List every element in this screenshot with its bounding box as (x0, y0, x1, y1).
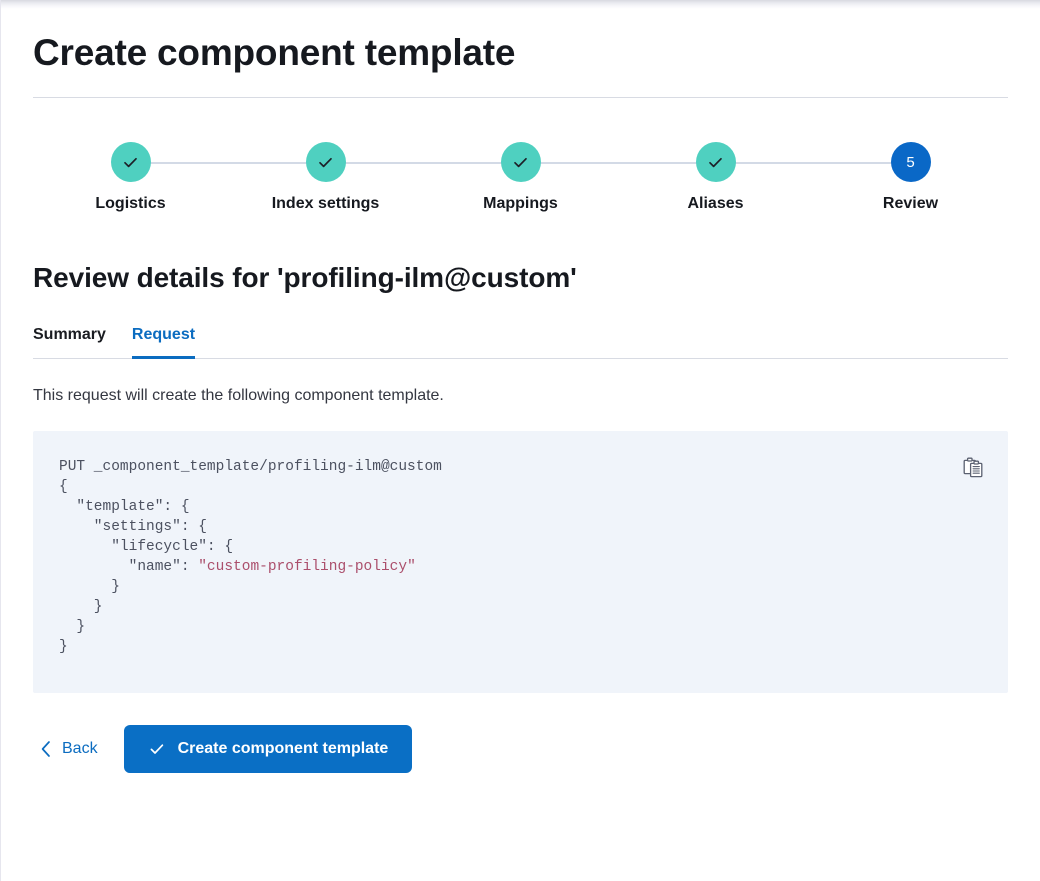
tab-summary[interactable]: Summary (33, 326, 106, 359)
step-label: Logistics (95, 195, 166, 213)
step-connector-left (813, 162, 893, 165)
title-divider (33, 97, 1008, 99)
code-line-request: PUT _component_template/profiling-ilm@cu… (59, 459, 442, 476)
code-line-name-key: "name": (59, 559, 199, 576)
request-code-block: PUT _component_template/profiling-ilm@cu… (33, 431, 1008, 694)
request-description: This request will create the following c… (33, 386, 444, 404)
copy-icon[interactable] (960, 455, 986, 481)
check-icon (514, 157, 527, 168)
top-shadow-strip (1, 0, 1040, 9)
step-indicator-complete[interactable] (305, 142, 346, 183)
step-connector-left (423, 162, 503, 165)
code-line-close-2: } (59, 599, 103, 616)
step-label: Index settings (271, 195, 380, 213)
tab-request[interactable]: Request (131, 326, 196, 359)
step-number: 5 (906, 153, 915, 171)
request-code-text: PUT _component_template/profiling-ilm@cu… (59, 457, 984, 657)
wizard-footer: Back Create component template (33, 725, 1008, 774)
check-icon (709, 157, 722, 168)
step-indicator-complete[interactable] (110, 142, 151, 183)
page-content: Create component template Logistics (1, 0, 1040, 774)
check-icon (150, 744, 163, 754)
step-connector-left (228, 162, 308, 165)
wizard-step-aliases[interactable]: Aliases (618, 142, 813, 213)
step-connector-right (343, 162, 423, 165)
wizard-step-logistics[interactable]: Logistics (33, 142, 228, 213)
code-line-lifecycle: "lifecycle": { (59, 539, 234, 556)
create-component-template-label: Create component template (177, 740, 389, 758)
code-line-close-3: } (59, 619, 86, 636)
step-label: Review (882, 195, 939, 213)
step-connector-left (618, 162, 698, 165)
copy-clipboard-icon (963, 457, 982, 478)
step-connector-right (538, 162, 618, 165)
code-line-settings: "settings": { (59, 519, 207, 536)
page-title: Create component template (33, 32, 516, 73)
step-connector-right (733, 162, 813, 165)
step-connector-right (148, 162, 228, 165)
step-indicator-complete[interactable] (500, 142, 541, 183)
step-indicator-current[interactable]: 5 (890, 142, 931, 183)
back-button[interactable]: Back (33, 732, 104, 766)
code-line-close-4: } (59, 639, 68, 656)
wizard-step-index-settings[interactable]: Index settings (228, 142, 423, 213)
review-heading: Review details for 'profiling-ilm@custom… (33, 261, 577, 293)
review-tabs: Summary Request (33, 326, 1008, 359)
wizard-stepper: Logistics Index settings (33, 142, 1008, 213)
step-label: Aliases (687, 195, 744, 213)
code-line-template: "template": { (59, 499, 190, 516)
wizard-step-mappings[interactable]: Mappings (423, 142, 618, 213)
code-string-value: "custom-profiling-policy" (198, 559, 416, 576)
step-indicator-complete[interactable] (695, 142, 736, 183)
check-icon (319, 157, 332, 168)
code-line-close-1: } (59, 579, 120, 596)
back-button-label: Back (62, 740, 98, 758)
chevron-left-icon (41, 741, 50, 757)
step-label: Mappings (483, 195, 558, 213)
wizard-step-review[interactable]: 5 Review (813, 142, 1008, 213)
code-line-open-brace: { (59, 479, 68, 496)
check-icon (124, 157, 137, 168)
create-component-template-button[interactable]: Create component template (123, 725, 413, 774)
